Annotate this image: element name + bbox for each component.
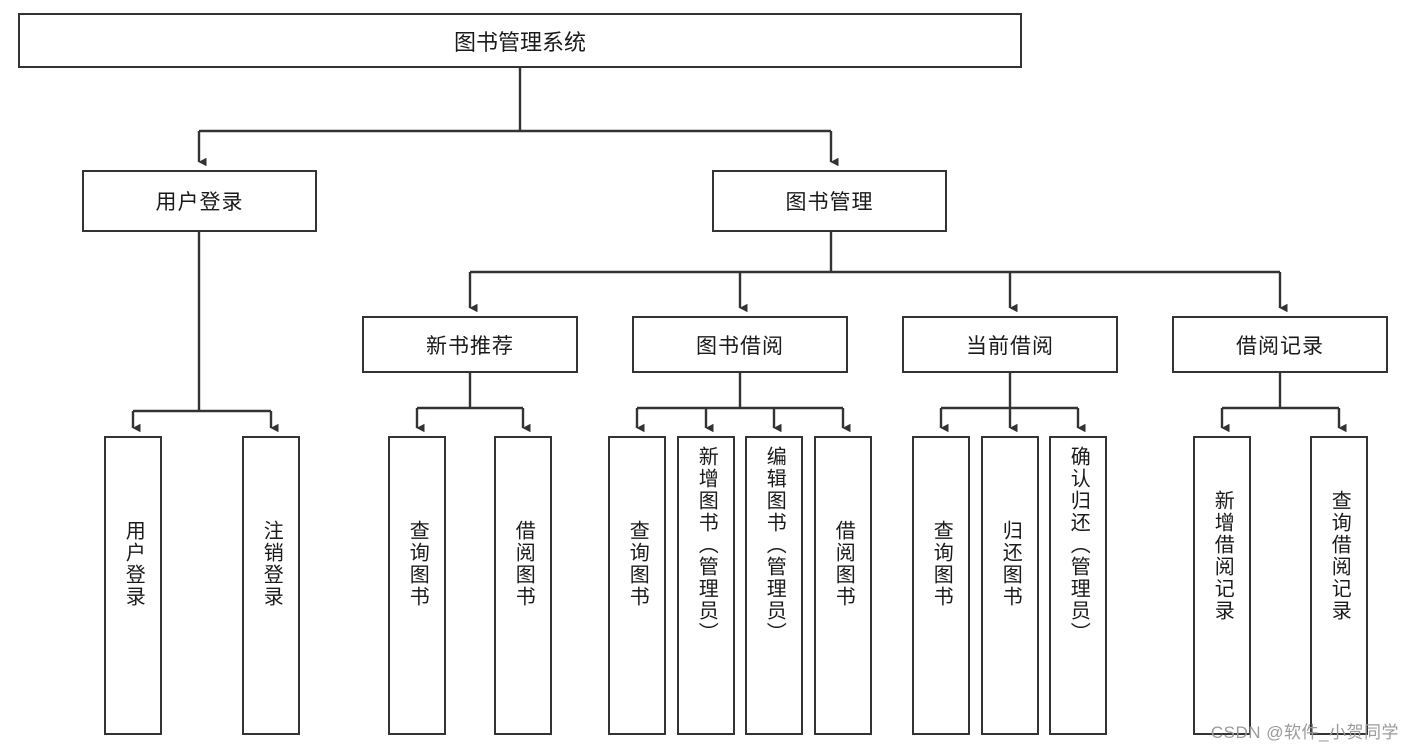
node-book-management[interactable]: 图书管理 xyxy=(712,170,947,232)
node-label: 确认归还（管理员） xyxy=(1067,446,1090,644)
node-label: 用户登录 xyxy=(122,520,145,608)
leaf-edit-book-admin[interactable]: 编辑图书（管理员） xyxy=(745,436,803,735)
node-label: 借阅记录 xyxy=(1236,334,1324,358)
leaf-query-books-newbook[interactable]: 查询图书 xyxy=(388,436,446,735)
node-label: 借阅图书 xyxy=(832,520,855,608)
leaf-return-books[interactable]: 归还图书 xyxy=(981,436,1039,735)
node-label: 查询借阅记录 xyxy=(1328,490,1351,622)
node-label: 编辑图书（管理员） xyxy=(763,446,786,644)
node-label: 查询图书 xyxy=(626,520,649,608)
leaf-query-books-borrow[interactable]: 查询图书 xyxy=(608,436,666,735)
leaf-borrow-books[interactable]: 借阅图书 xyxy=(814,436,872,735)
node-current-borrow[interactable]: 当前借阅 xyxy=(902,316,1118,373)
watermark: CSDN @软件_小贺同学 xyxy=(1210,723,1399,742)
node-root[interactable]: 图书管理系统 xyxy=(18,13,1022,68)
leaf-add-borrow-record[interactable]: 新增借阅记录 xyxy=(1193,436,1251,735)
node-label: 图书管理系统 xyxy=(453,29,586,55)
leaf-query-borrow-record[interactable]: 查询借阅记录 xyxy=(1310,436,1368,735)
leaf-user-login[interactable]: 用户登录 xyxy=(104,436,162,735)
leaf-borrow-books-newbook[interactable]: 借阅图书 xyxy=(494,436,552,735)
node-label: 用户登录 xyxy=(155,191,244,214)
leaf-logout[interactable]: 注销登录 xyxy=(242,436,300,735)
node-label: 归还图书 xyxy=(999,520,1022,608)
node-label: 新书推荐 xyxy=(426,334,514,358)
node-label: 图书管理 xyxy=(785,191,874,214)
node-user-login[interactable]: 用户登录 xyxy=(82,170,317,232)
node-label: 新增借阅记录 xyxy=(1211,490,1234,622)
node-new-book-recommend[interactable]: 新书推荐 xyxy=(362,316,578,373)
node-label: 注销登录 xyxy=(260,520,283,608)
node-book-borrow[interactable]: 图书借阅 xyxy=(632,316,848,373)
node-label: 借阅图书 xyxy=(512,520,535,608)
node-label: 新增图书（管理员） xyxy=(695,446,718,644)
node-label: 图书借阅 xyxy=(696,334,784,358)
node-borrow-records[interactable]: 借阅记录 xyxy=(1172,316,1388,373)
leaf-confirm-return-admin[interactable]: 确认归还（管理员） xyxy=(1049,436,1107,735)
leaf-add-book-admin[interactable]: 新增图书（管理员） xyxy=(677,436,735,735)
node-label: 当前借阅 xyxy=(966,334,1054,358)
leaf-query-books-current[interactable]: 查询图书 xyxy=(912,436,970,735)
node-label: 查询图书 xyxy=(930,520,953,608)
node-label: 查询图书 xyxy=(406,520,429,608)
